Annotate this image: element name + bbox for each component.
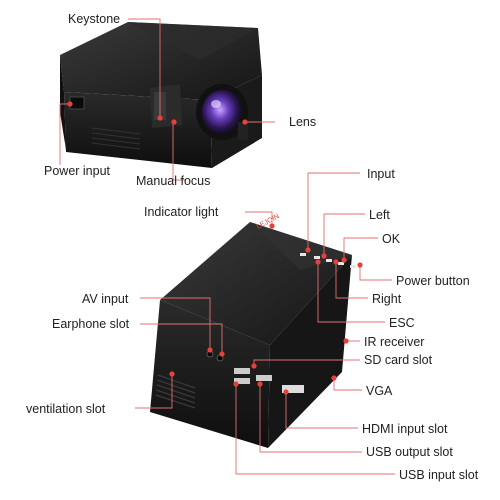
label-ir-receiver: IR receiver [364,335,425,349]
label-input: Input [367,167,395,181]
label-left: Left [369,208,390,222]
label-usb-output-slot: USB output slot [366,445,453,459]
label-hdmi-input-slot: HDMI input slot [362,422,448,436]
label-sd-card-slot: SD card slot [364,353,433,367]
label-earphone-slot: Earphone slot [52,317,130,331]
label-keystone: Keystone [68,12,121,26]
leader-lines [59,18,395,475]
projector-left-side [60,55,66,150]
label-power-input: Power input [44,164,111,178]
label-ventilation-slot: ventilation slot [26,402,106,416]
label-esc: ESC [389,316,415,330]
control-buttons [300,253,356,268]
projector-body-front [150,300,270,448]
lens-highlight [211,100,221,108]
marker-dots [67,101,363,395]
projector-body-right [268,255,352,448]
projector-body-facet [250,222,352,270]
label-lens: Lens [289,115,317,129]
projector-top-facet [128,22,258,60]
label-vga: VGA [366,384,393,398]
usb-port-3 [256,375,272,381]
projector-front-face [64,92,212,168]
label-ok: OK [382,232,401,246]
label-indicator-light: Indicator light [144,205,219,219]
projector-bottom-view: LEJOIN [150,213,356,448]
usb-port-1 [234,368,250,374]
label-power-button: Power button [396,274,470,288]
projector-top-view [60,22,262,168]
label-manual-focus: Manual focus [136,174,211,188]
projector-foot [238,122,248,140]
label-usb-input-slot: USB input slot [399,468,479,482]
projector-top-vents [91,127,141,150]
usb-port-2 [234,378,250,384]
ventilation-grille [155,374,196,409]
vga-port [282,385,304,393]
lens-glass [202,90,242,134]
label-av-input: AV input [82,292,129,306]
label-right: Right [372,292,402,306]
